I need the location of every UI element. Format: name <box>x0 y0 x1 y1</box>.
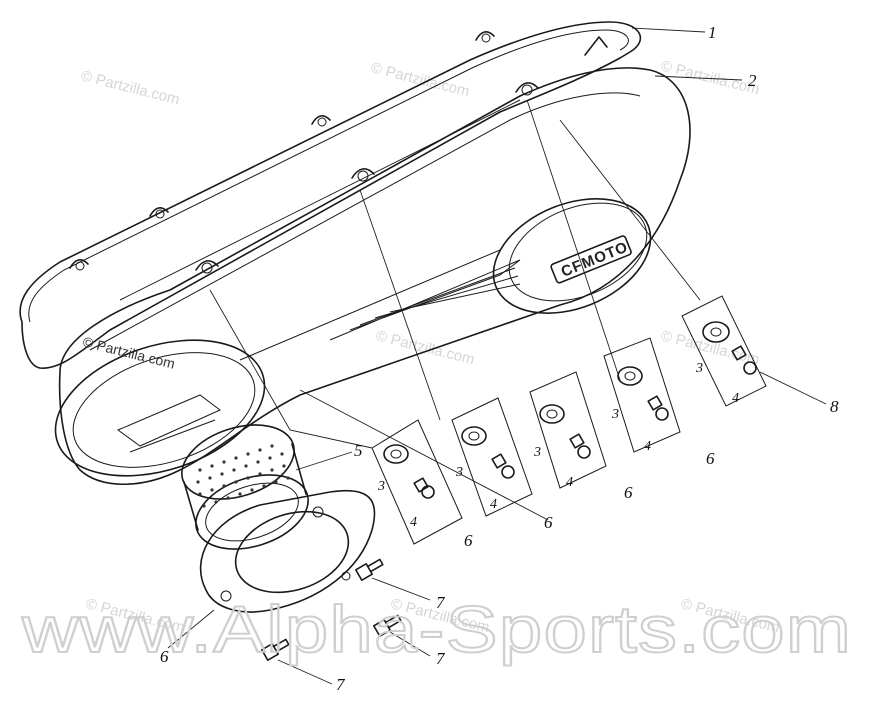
callout-5: 5 <box>354 441 363 460</box>
partzilla-watermarks: © Partzilla.com © Partzilla.com © Partzi… <box>79 57 781 636</box>
callout-3: 3 <box>611 407 619 422</box>
callout-4: 4 <box>732 391 739 406</box>
callout-7: 7 <box>436 593 446 612</box>
callout-6: 6 <box>160 647 169 666</box>
callout-7: 7 <box>336 675 346 694</box>
watermark-partzilla: © Partzilla.com <box>79 67 181 108</box>
callout-3: 3 <box>377 479 385 494</box>
watermark-partzilla-small: © Partzilla.com <box>81 333 176 371</box>
callout-6: 6 <box>544 513 553 532</box>
leader-lines <box>167 27 827 685</box>
callout-6: 6 <box>706 449 715 468</box>
callout-3: 3 <box>533 445 541 460</box>
cvt-cover-part-2: CFMOTO <box>54 67 691 485</box>
watermark-partzilla: © Partzilla.com <box>659 327 761 368</box>
callout-4: 4 <box>644 439 651 454</box>
watermark-alpha-sports: www.Alpha-Sports.com <box>21 592 852 666</box>
callout-2: 2 <box>748 71 757 90</box>
watermark-partzilla: © Partzilla.com <box>659 57 761 98</box>
filter-element-part-5 <box>181 424 309 550</box>
callout-numbers: 1 2 5 6 6 6 6 6 7 7 7 8 <box>160 23 839 694</box>
callout-4: 4 <box>490 497 497 512</box>
callout-6: 6 <box>464 531 473 550</box>
callout-8: 8 <box>830 397 839 416</box>
callout-4: 4 <box>410 515 417 530</box>
callout-1: 1 <box>708 23 717 42</box>
bolts-part-7 <box>261 558 402 661</box>
callout-4: 4 <box>566 475 573 490</box>
callout-3: 3 <box>455 465 463 480</box>
watermark-partzilla: © Partzilla.com <box>374 327 476 368</box>
gasket-part-1 <box>19 21 642 369</box>
callout-6: 6 <box>624 483 633 502</box>
hardware-groups: 3 4 3 4 3 4 3 4 3 4 <box>371 295 767 545</box>
callout-3: 3 <box>695 361 703 376</box>
filter-plate-part-6 <box>199 489 376 613</box>
callout-7: 7 <box>436 649 446 668</box>
